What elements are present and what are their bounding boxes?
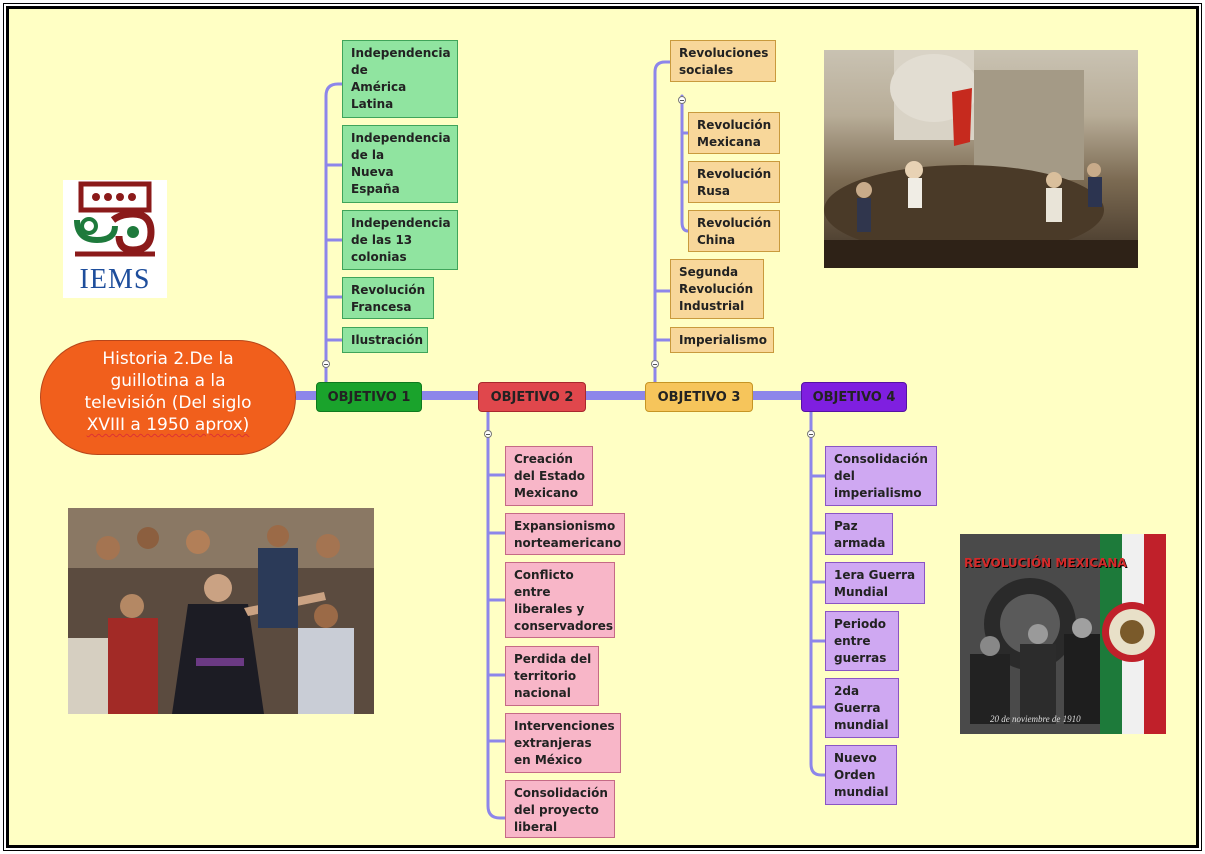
topic-expansionismo-norteamericano[interactable]: Expansionismo norteamericano	[505, 513, 625, 555]
collapse-toggle-objetivo3[interactable]	[651, 360, 659, 368]
topic-ilustracion[interactable]: Ilustración	[342, 327, 428, 353]
independence-mural-image	[68, 508, 374, 714]
topic-consolidacion-imperialismo[interactable]: Consolidación del imperialismo	[825, 446, 937, 506]
poster-caption: 20 de noviembre de 1910	[990, 714, 1081, 724]
central-topic-line: Historia 2.De la	[102, 349, 234, 369]
topic-creacion-estado-mexicano[interactable]: Creación del Estado Mexicano	[505, 446, 593, 506]
central-topic-line: XVIII a 1950 aprox)	[86, 415, 250, 435]
collapse-toggle-revoluciones[interactable]	[678, 96, 686, 104]
iems-logo: IEMS	[63, 180, 167, 298]
topic-independencia-america-latina[interactable]: Independencia de América Latina	[342, 40, 458, 118]
topic-revolucion-francesa[interactable]: Revolución Francesa	[342, 277, 434, 319]
topic-paz-armada[interactable]: Paz armada	[825, 513, 893, 555]
poster-title: REVOLUCIÓN MEXICANA	[964, 556, 1127, 570]
topic-nuevo-orden-mundial[interactable]: Nuevo Orden mundial	[825, 745, 897, 805]
topic-revolucion-rusa[interactable]: Revolución Rusa	[688, 161, 780, 203]
revolucion-mexicana-poster-image: REVOLUCIÓN MEXICANA 20 de noviembre de 1…	[960, 534, 1166, 734]
topic-revolucion-china[interactable]: Revolución China	[688, 210, 780, 252]
topic-intervenciones-extranjeras[interactable]: Intervenciones extranjeras en México	[505, 713, 621, 773]
collapse-toggle-objetivo2[interactable]	[484, 430, 492, 438]
topic-conflicto-liberales-conservadores[interactable]: Conflicto entre liberales y conservadore…	[505, 562, 615, 638]
central-topic-line: televisión (Del siglo	[84, 393, 252, 413]
topic-consolidacion-proyecto-liberal[interactable]: Consolidación del proyecto liberal	[505, 780, 615, 838]
topic-periodo-entre-guerras[interactable]: Periodo entre guerras	[825, 611, 899, 671]
objetivo-1[interactable]: OBJETIVO 1	[316, 382, 422, 412]
topic-segunda-revolucion-industrial[interactable]: Segunda Revolución Industrial	[670, 259, 764, 319]
barricade-painting-image	[824, 50, 1138, 268]
objetivo-3[interactable]: OBJETIVO 3	[645, 382, 753, 412]
collapse-toggle-objetivo4[interactable]	[807, 430, 815, 438]
central-topic-line: guillotina a la	[110, 371, 226, 391]
topic-revolucion-mexicana[interactable]: Revolución Mexicana	[688, 112, 780, 154]
topic-primera-guerra-mundial[interactable]: 1era Guerra Mundial	[825, 562, 925, 604]
topic-perdida-territorio-nacional[interactable]: Perdida del territorio nacional	[505, 646, 599, 706]
iems-logo-text: IEMS	[79, 264, 151, 295]
iems-logo-icon	[74, 181, 155, 257]
topic-revoluciones-sociales[interactable]: Revoluciones sociales	[670, 40, 776, 82]
topic-independencia-13-colonias[interactable]: Independencia de las 13 colonias	[342, 210, 458, 270]
collapse-toggle-objetivo1[interactable]	[322, 360, 330, 368]
central-topic[interactable]: Historia 2.De la guillotina a la televis…	[40, 340, 296, 455]
topic-independencia-nueva-espana[interactable]: Independencia de la Nueva España	[342, 125, 458, 203]
topic-imperialismo[interactable]: Imperialismo	[670, 327, 774, 353]
objetivo-4[interactable]: OBJETIVO 4	[801, 382, 907, 412]
topic-segunda-guerra-mundial[interactable]: 2da Guerra mundial	[825, 678, 899, 738]
objetivo-2[interactable]: OBJETIVO 2	[478, 382, 586, 412]
